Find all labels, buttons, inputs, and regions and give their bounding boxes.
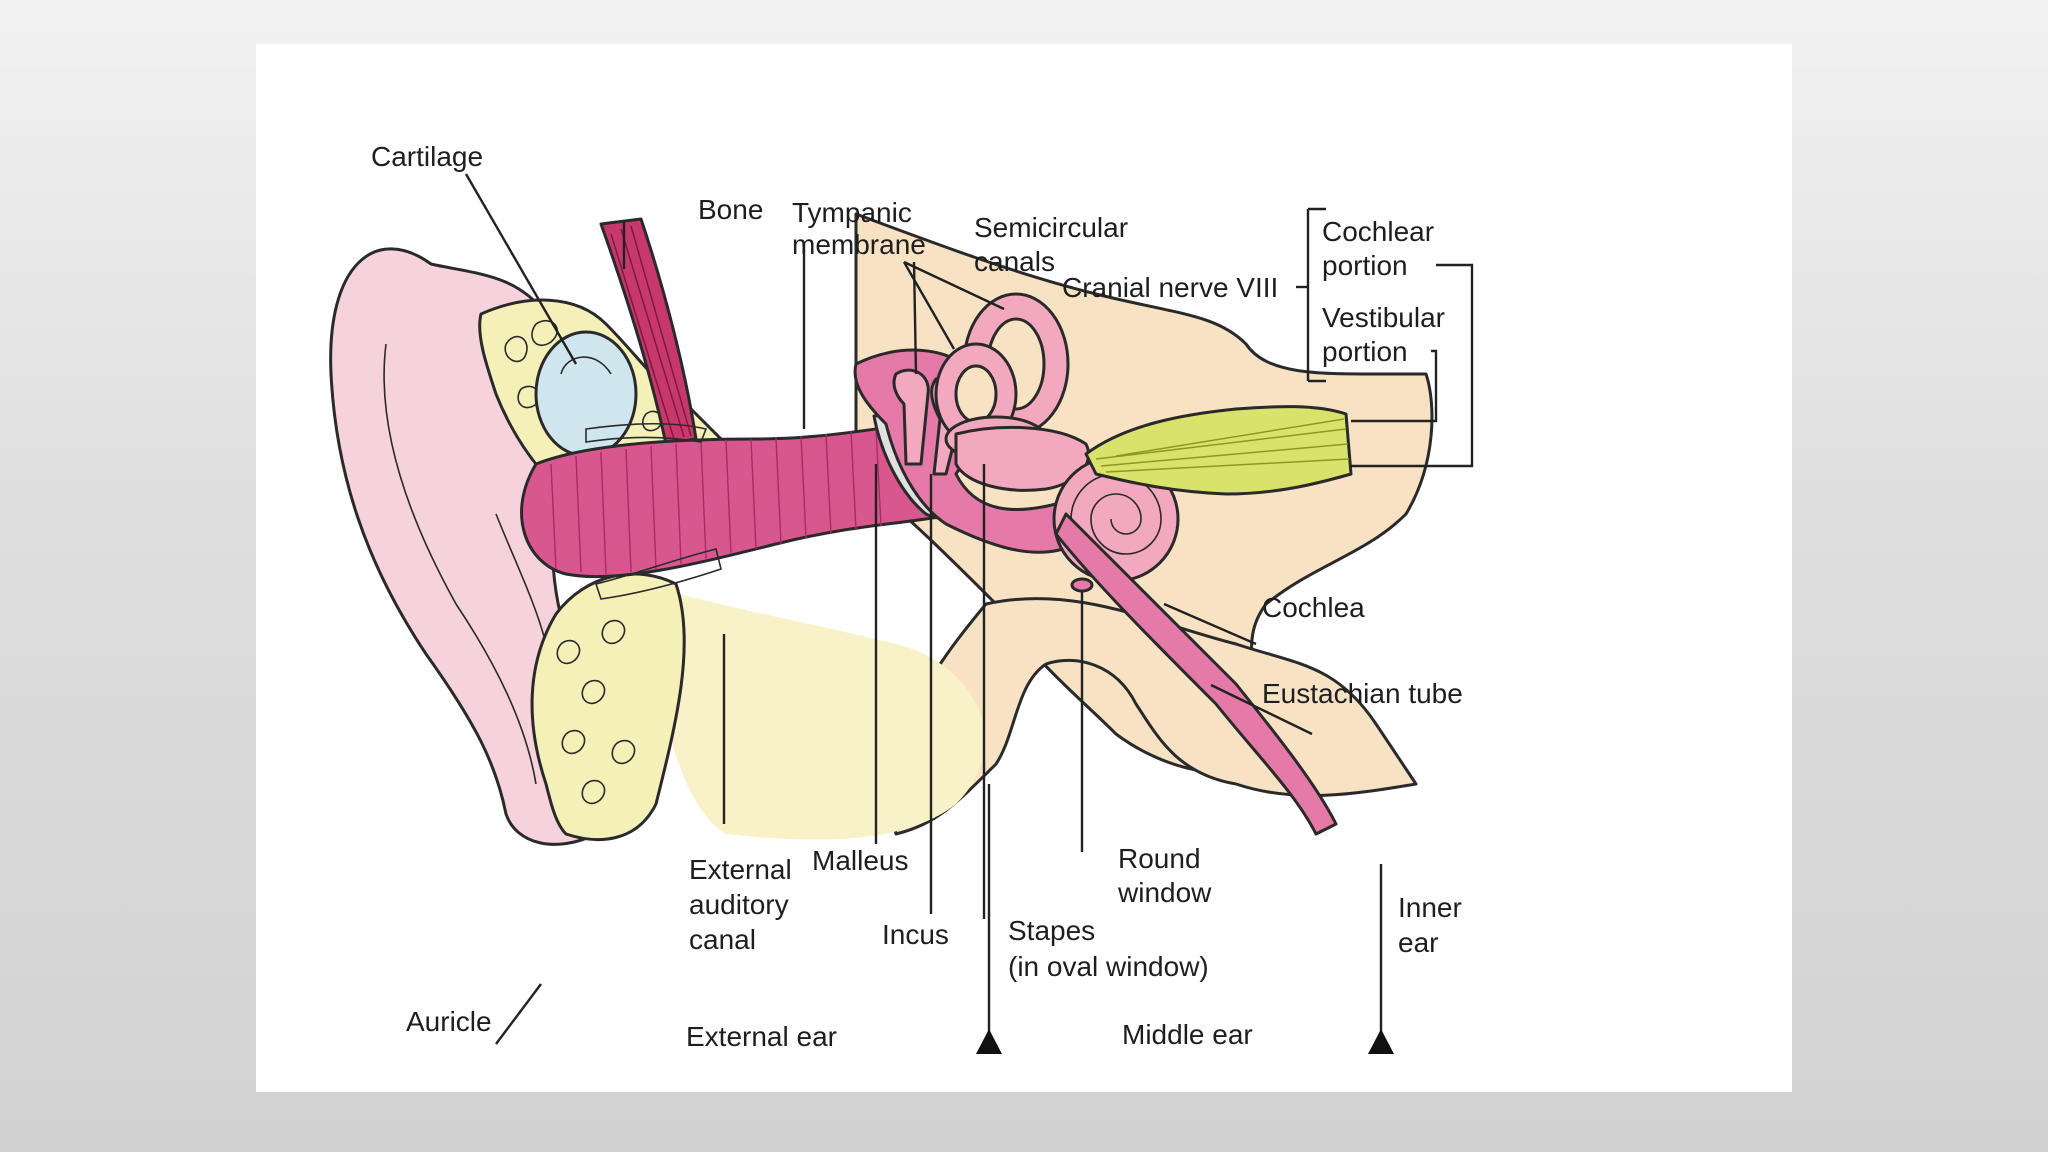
lower-cartilage-texture — [556, 619, 636, 805]
label-cartilage: Cartilage — [371, 141, 483, 172]
cartilage-disc-inner — [560, 356, 612, 375]
label-cochlear-portion-2: portion — [1322, 250, 1408, 281]
canal-striations — [550, 428, 882, 575]
round-window-shape — [1070, 577, 1094, 593]
label-semicircular-canals-1: Semicircular — [974, 212, 1128, 243]
label-inner-ear-1: Inner — [1398, 892, 1462, 923]
label-vestibular-portion-1: Vestibular — [1322, 302, 1445, 333]
label-external-ear: External ear — [686, 1021, 837, 1052]
ear-anatomy-diagram: Cartilage Bone Tympanic membrane Semicir… — [329, 141, 1474, 1054]
label-incus: Incus — [882, 919, 949, 950]
label-inner-ear-2: ear — [1398, 927, 1438, 958]
auricle-fold-2 — [495, 513, 547, 645]
label-bone: Bone — [698, 194, 763, 225]
muscle-lines — [610, 225, 692, 440]
label-stapes-1: Stapes — [1008, 915, 1095, 946]
label-eustachian-tube: Eustachian tube — [1262, 678, 1463, 709]
slide: Cartilage Bone Tympanic membrane Semicir… — [256, 44, 1792, 1092]
eustachian-tube-shape — [1054, 512, 1338, 836]
label-cranial-nerve: Cranial nerve VIII — [1062, 272, 1278, 303]
label-external-canal-2: auditory — [689, 889, 789, 920]
label-tympanic-membrane-2: membrane — [792, 229, 926, 260]
label-round-window-2: window — [1117, 877, 1212, 908]
label-external-canal-1: External — [689, 854, 792, 885]
label-cochlea: Cochlea — [1262, 592, 1365, 623]
label-auricle: Auricle — [406, 1006, 492, 1037]
label-middle-ear: Middle ear — [1122, 1019, 1253, 1050]
canal-lining-top — [585, 422, 708, 443]
label-external-canal-3: canal — [689, 924, 756, 955]
inner-ear-boundary-marker — [1368, 1029, 1394, 1054]
soft-tissue — [646, 584, 985, 840]
label-semicircular-canals-2: canals — [974, 246, 1055, 277]
middle-ear-boundary-marker — [976, 1029, 1002, 1054]
label-round-window-1: Round — [1118, 843, 1201, 874]
auricle-fold — [383, 343, 537, 785]
pointer-lines — [464, 173, 1474, 1049]
malleus-shape — [892, 368, 930, 466]
nerve-fibers — [1095, 418, 1350, 473]
canal-lining-bottom — [594, 548, 722, 600]
lower-cartilage — [530, 572, 686, 841]
label-tympanic-membrane-1: Tympanic — [792, 197, 912, 228]
label-vestibular-portion-2: portion — [1322, 336, 1408, 367]
label-cochlear-portion-1: Cochlear — [1322, 216, 1434, 247]
label-malleus: Malleus — [812, 845, 908, 876]
label-stapes-2: (in oval window) — [1008, 951, 1209, 982]
